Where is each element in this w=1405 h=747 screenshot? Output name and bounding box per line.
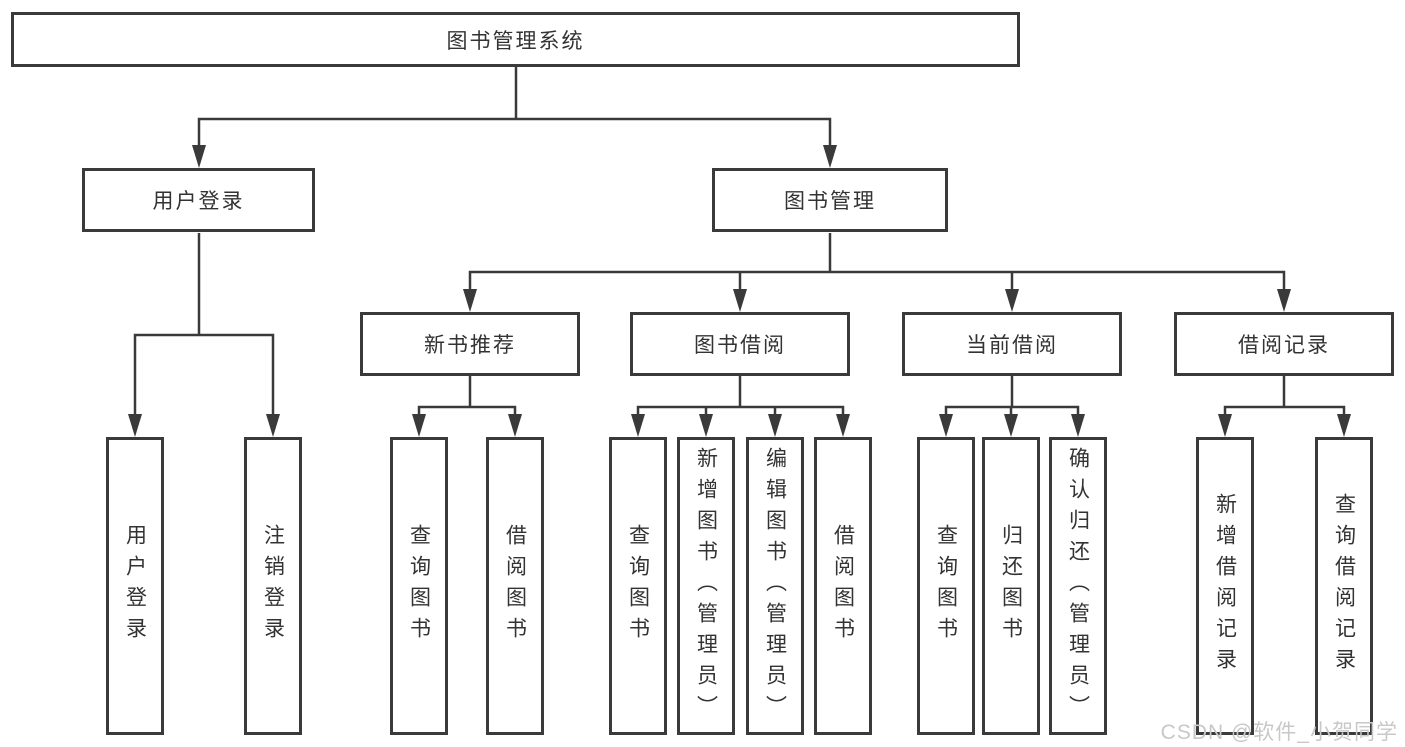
leaf-add-borrow-record: 新增借阅记录: [1196, 437, 1254, 735]
leaf-label: 确认归还（管理员）: [1066, 446, 1090, 726]
leaf-user-login: 用户登录: [106, 437, 164, 735]
arrowheads: [128, 145, 1351, 437]
leaf-label: 注销登录: [261, 524, 285, 648]
csdn-watermark: CSDN @软件_小贺同学: [1160, 721, 1398, 744]
leaf-add-books-admin: 新增图书（管理员）: [677, 437, 735, 735]
leaf-query-books: 查询图书: [390, 437, 448, 735]
leaf-label: 借阅图书: [503, 524, 527, 648]
leaf-label: 查询图书: [626, 524, 650, 648]
node-borrow-records: 借阅记录: [1174, 312, 1394, 376]
leaf-label: 新增图书（管理员）: [694, 446, 718, 726]
leaf-edit-books-admin: 编辑图书（管理员）: [746, 437, 804, 735]
leaf-query-books: 查询图书: [609, 437, 667, 735]
leaf-borrow-books: 借阅图书: [486, 437, 544, 735]
leaf-confirm-return-admin: 确认归还（管理员）: [1049, 437, 1107, 735]
leaf-label: 查询图书: [407, 524, 431, 648]
node-user-login: 用户登录: [82, 168, 315, 232]
leaf-query-books: 查询图书: [917, 437, 975, 735]
leaf-label: 编辑图书（管理员）: [763, 446, 787, 726]
leaf-label: 查询借阅记录: [1332, 493, 1356, 679]
node-new-book-recommend: 新书推荐: [360, 312, 580, 376]
leaf-label: 归还图书: [999, 524, 1023, 648]
node-root: 图书管理系统: [11, 12, 1020, 67]
leaf-logout: 注销登录: [244, 437, 302, 735]
node-book-management: 图书管理: [712, 168, 948, 232]
leaf-query-borrow-record: 查询借阅记录: [1315, 437, 1373, 735]
node-book-borrow: 图书借阅: [630, 312, 850, 376]
leaf-label: 用户登录: [123, 524, 147, 648]
leaf-return-books: 归还图书: [982, 437, 1040, 735]
node-current-borrow: 当前借阅: [902, 312, 1122, 376]
leaf-label: 借阅图书: [831, 524, 855, 648]
leaf-label: 查询图书: [934, 524, 958, 648]
leaf-borrow-books: 借阅图书: [814, 437, 872, 735]
leaf-label: 新增借阅记录: [1213, 493, 1237, 679]
